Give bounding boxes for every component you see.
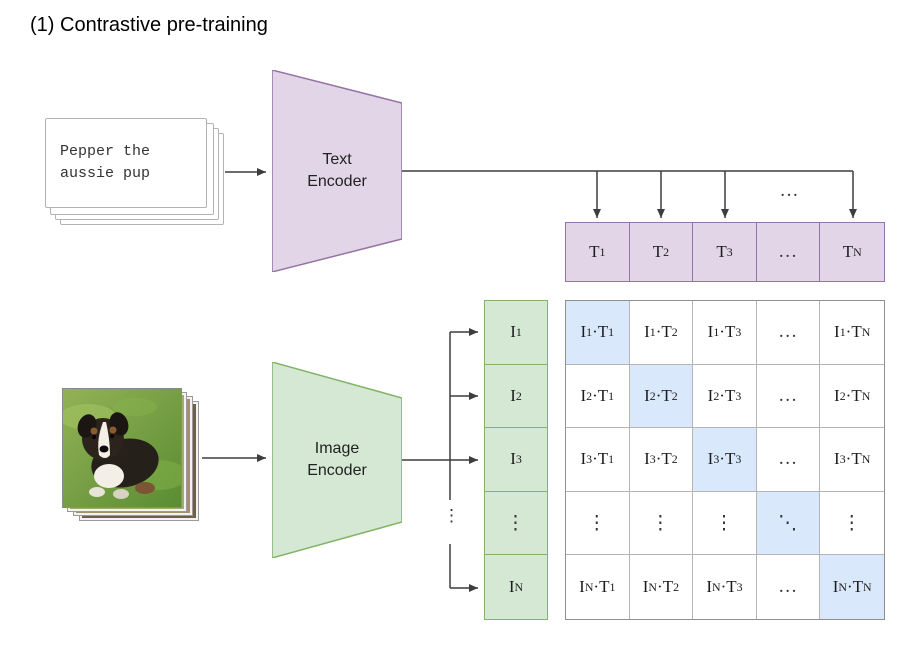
matrix-cell-r4c2: ⋮: [629, 491, 694, 556]
matrix-cell-r4c4: ⋱: [756, 491, 821, 556]
matrix-cell-r4c3: ⋮: [693, 491, 757, 556]
image-embedding-cell-4: ⋮: [485, 492, 547, 556]
image-encoder: Image Encoder: [271, 361, 403, 559]
matrix-cell-r5c4: …: [757, 555, 821, 619]
matrix-cell-r4c1: ⋮: [566, 491, 630, 556]
image-encoder-label: Image Encoder: [307, 440, 367, 479]
text-encoder: Text Encoder: [271, 69, 403, 273]
matrix-cell-r2c4: …: [756, 364, 821, 429]
matrix-cell-r3c4: …: [756, 428, 821, 492]
puppy-photo: [62, 388, 182, 508]
text-encoder-label: Text Encoder: [307, 151, 367, 190]
matrix-cell-r4c5: ⋮: [820, 492, 884, 556]
matrix-cell-r1c4: …: [756, 301, 821, 365]
image-input-stack: [62, 388, 202, 524]
image-branch-ellipsis: ⋮: [443, 506, 460, 525]
text-input-line-2: aussie pup: [60, 165, 151, 182]
text-input-card: Pepper the aussie pup: [45, 118, 207, 208]
figure-title: (1) Contrastive pre-training: [30, 14, 268, 36]
text-input-line-1: Pepper the: [60, 142, 151, 160]
text-input-stack: Pepper the aussie pup: [45, 118, 225, 228]
text-embedding-cell-4: …: [757, 223, 821, 281]
text-branch-ellipsis: …: [779, 180, 799, 201]
